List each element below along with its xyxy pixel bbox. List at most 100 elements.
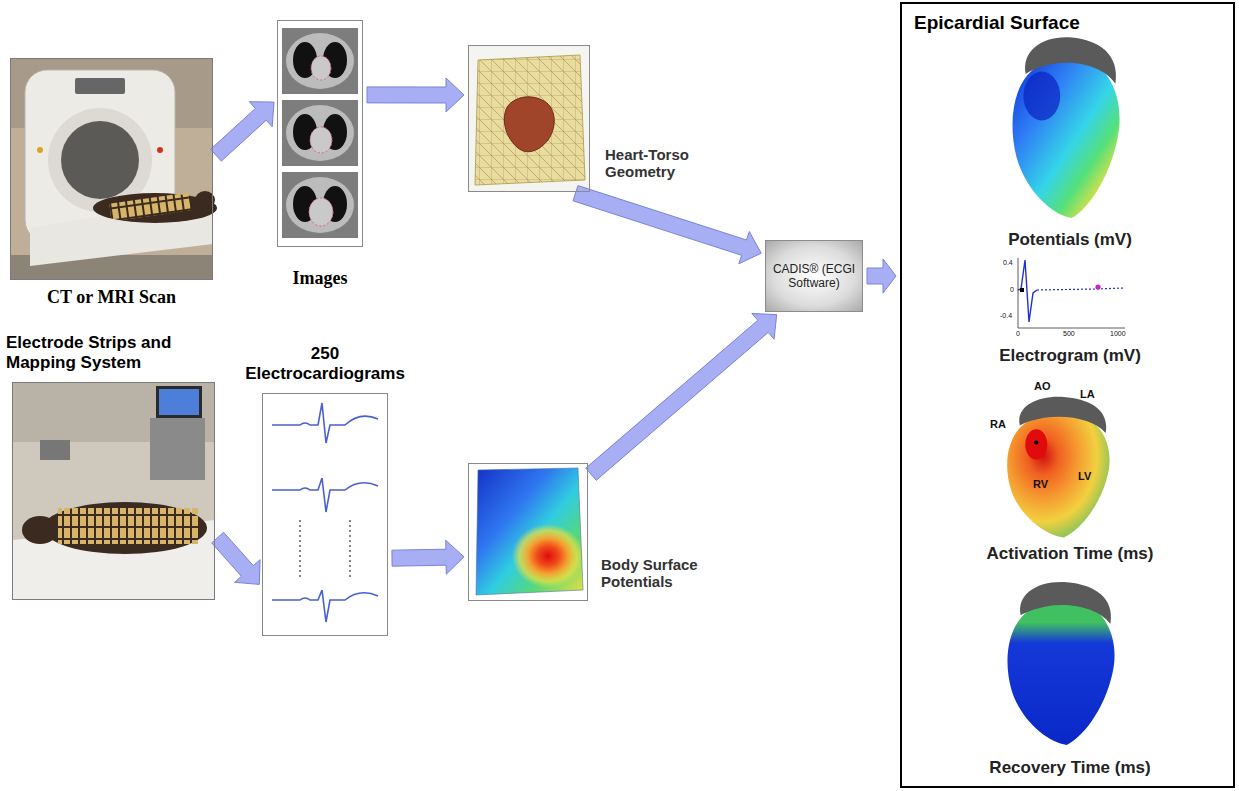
block-arrow <box>392 540 464 574</box>
result-map: Potentials (mV) <box>955 28 1185 250</box>
torso-mesh <box>504 97 554 152</box>
block-arrow <box>212 532 260 584</box>
axis-tick: 1000 <box>1110 330 1126 337</box>
node-text: Electrode Strips and Mapping System <box>6 333 211 373</box>
body-surface-map <box>476 468 583 595</box>
potential-heart-map <box>1012 56 1119 218</box>
node-text: Electrogram (mV) <box>955 346 1185 366</box>
image-stack-box: Images <box>277 20 363 247</box>
ct-scanner-photo <box>157 147 163 153</box>
node-text: Heart-Torso Geometry <box>605 146 717 180</box>
block-arrow <box>867 259 896 293</box>
potential-heart-map <box>1023 72 1060 121</box>
activation-heart-map <box>1034 441 1038 445</box>
block-arrow <box>211 102 274 161</box>
potential-heart-map <box>1025 37 1116 84</box>
electrode-photo <box>159 389 199 415</box>
ecg-traces <box>272 403 378 443</box>
software-box: CADIS® (ECGI Software) <box>765 240 863 312</box>
activation-heart-map <box>1025 429 1047 459</box>
block-arrow <box>367 78 464 112</box>
ecg-traces <box>272 403 378 622</box>
potential-heart-map <box>1012 37 1119 218</box>
recovery-heart-map <box>1007 582 1114 745</box>
electrode-photo <box>40 440 70 460</box>
activation-heart-map <box>1019 397 1106 433</box>
activation-heart-map <box>1007 412 1109 538</box>
block-arrow <box>586 314 777 481</box>
electrogram-plot <box>1020 288 1024 292</box>
ecg-traces <box>299 520 300 580</box>
electrogram-plot <box>1018 328 1125 329</box>
ct-slice-images <box>286 33 354 89</box>
result-plot: Electrogram (mV) <box>955 254 1185 366</box>
torso-mesh <box>469 46 589 191</box>
electrogram-plot <box>1037 288 1125 290</box>
ecg-box: 250 Electrocardiograms <box>262 393 388 636</box>
electrode-photo <box>43 502 207 554</box>
result-map: Recovery Time (ms) <box>955 572 1185 778</box>
electrode-photo <box>12 382 215 600</box>
electrode-photo <box>156 386 202 418</box>
recovery-heart-map <box>1020 582 1111 624</box>
body-surface-map <box>476 468 584 595</box>
node-text: CT or MRI Scan <box>12 287 212 308</box>
ct-scanner-photo <box>10 58 217 280</box>
surface-map-box: Body Surface Potentials <box>468 463 588 601</box>
electrode-photo <box>58 508 198 544</box>
ecg-traces <box>272 478 378 512</box>
ct-slice-images <box>286 177 354 233</box>
photo-box: Electrode Strips and Mapping System <box>12 382 215 600</box>
ct-scanner-photo <box>37 147 43 153</box>
ct-slice-images <box>282 172 358 238</box>
torso-mesh <box>469 46 589 191</box>
node-text: Potentials (mV) <box>955 230 1185 250</box>
electrogram-plot <box>1095 284 1100 289</box>
axis-tick: 500 <box>1063 330 1075 337</box>
ct-slice-images <box>310 127 332 153</box>
block-arrow <box>573 186 761 264</box>
heart-region-label: LV <box>1078 470 1091 482</box>
axis-tick: 0 <box>1016 330 1020 337</box>
ct-scanner-photo <box>61 121 139 199</box>
axis-tick: 0 <box>1010 286 1014 293</box>
node-text: 250 Electrocardiograms <box>230 344 420 384</box>
node-text: Activation Time (ms) <box>955 544 1185 564</box>
body-surface-map <box>476 468 583 595</box>
ct-scanner-photo <box>195 191 215 209</box>
ecg-traces <box>349 520 350 580</box>
node-text: Body Surface Potentials <box>601 556 719 590</box>
activation-heart-map <box>1007 397 1109 538</box>
ct-slice-images <box>282 100 358 166</box>
electrogram-plot <box>1018 258 1019 328</box>
ct-slice-images <box>286 105 354 161</box>
electrode-photo <box>12 382 215 600</box>
node-text: Epicardial Surface <box>914 12 1221 34</box>
electrode-photo <box>150 418 205 480</box>
electrogram-plot <box>1018 258 1125 328</box>
ct-scanner-photo <box>109 193 191 222</box>
node-text: Recovery Time (ms) <box>955 758 1185 778</box>
ct-scanner-photo <box>75 78 125 94</box>
heart-region-label: RV <box>1033 478 1048 490</box>
heart-region-label: LA <box>1080 388 1095 400</box>
torso-mesh <box>475 55 585 185</box>
heart-region-label: RA <box>990 418 1006 430</box>
recovery-heart-map <box>1007 599 1114 745</box>
heart-region-label: AO <box>1034 380 1051 392</box>
torso-mesh <box>475 55 585 185</box>
node-text: CADIS® (ECGI Software) <box>772 262 856 290</box>
axis-tick: 0.4 <box>1003 259 1013 266</box>
ecg-traces <box>272 590 378 622</box>
electrogram-plot <box>1018 260 1037 322</box>
node-text: Images <box>250 268 390 289</box>
ct-slice-images <box>309 198 333 226</box>
axis-tick: -0.4 <box>1000 312 1012 319</box>
ct-slice-images <box>282 28 358 94</box>
ct-slice-images <box>282 28 358 238</box>
results-panel: Epicardial SurfacePotentials (mV) Electro… <box>900 2 1235 788</box>
ct-scanner-photo <box>10 58 213 280</box>
